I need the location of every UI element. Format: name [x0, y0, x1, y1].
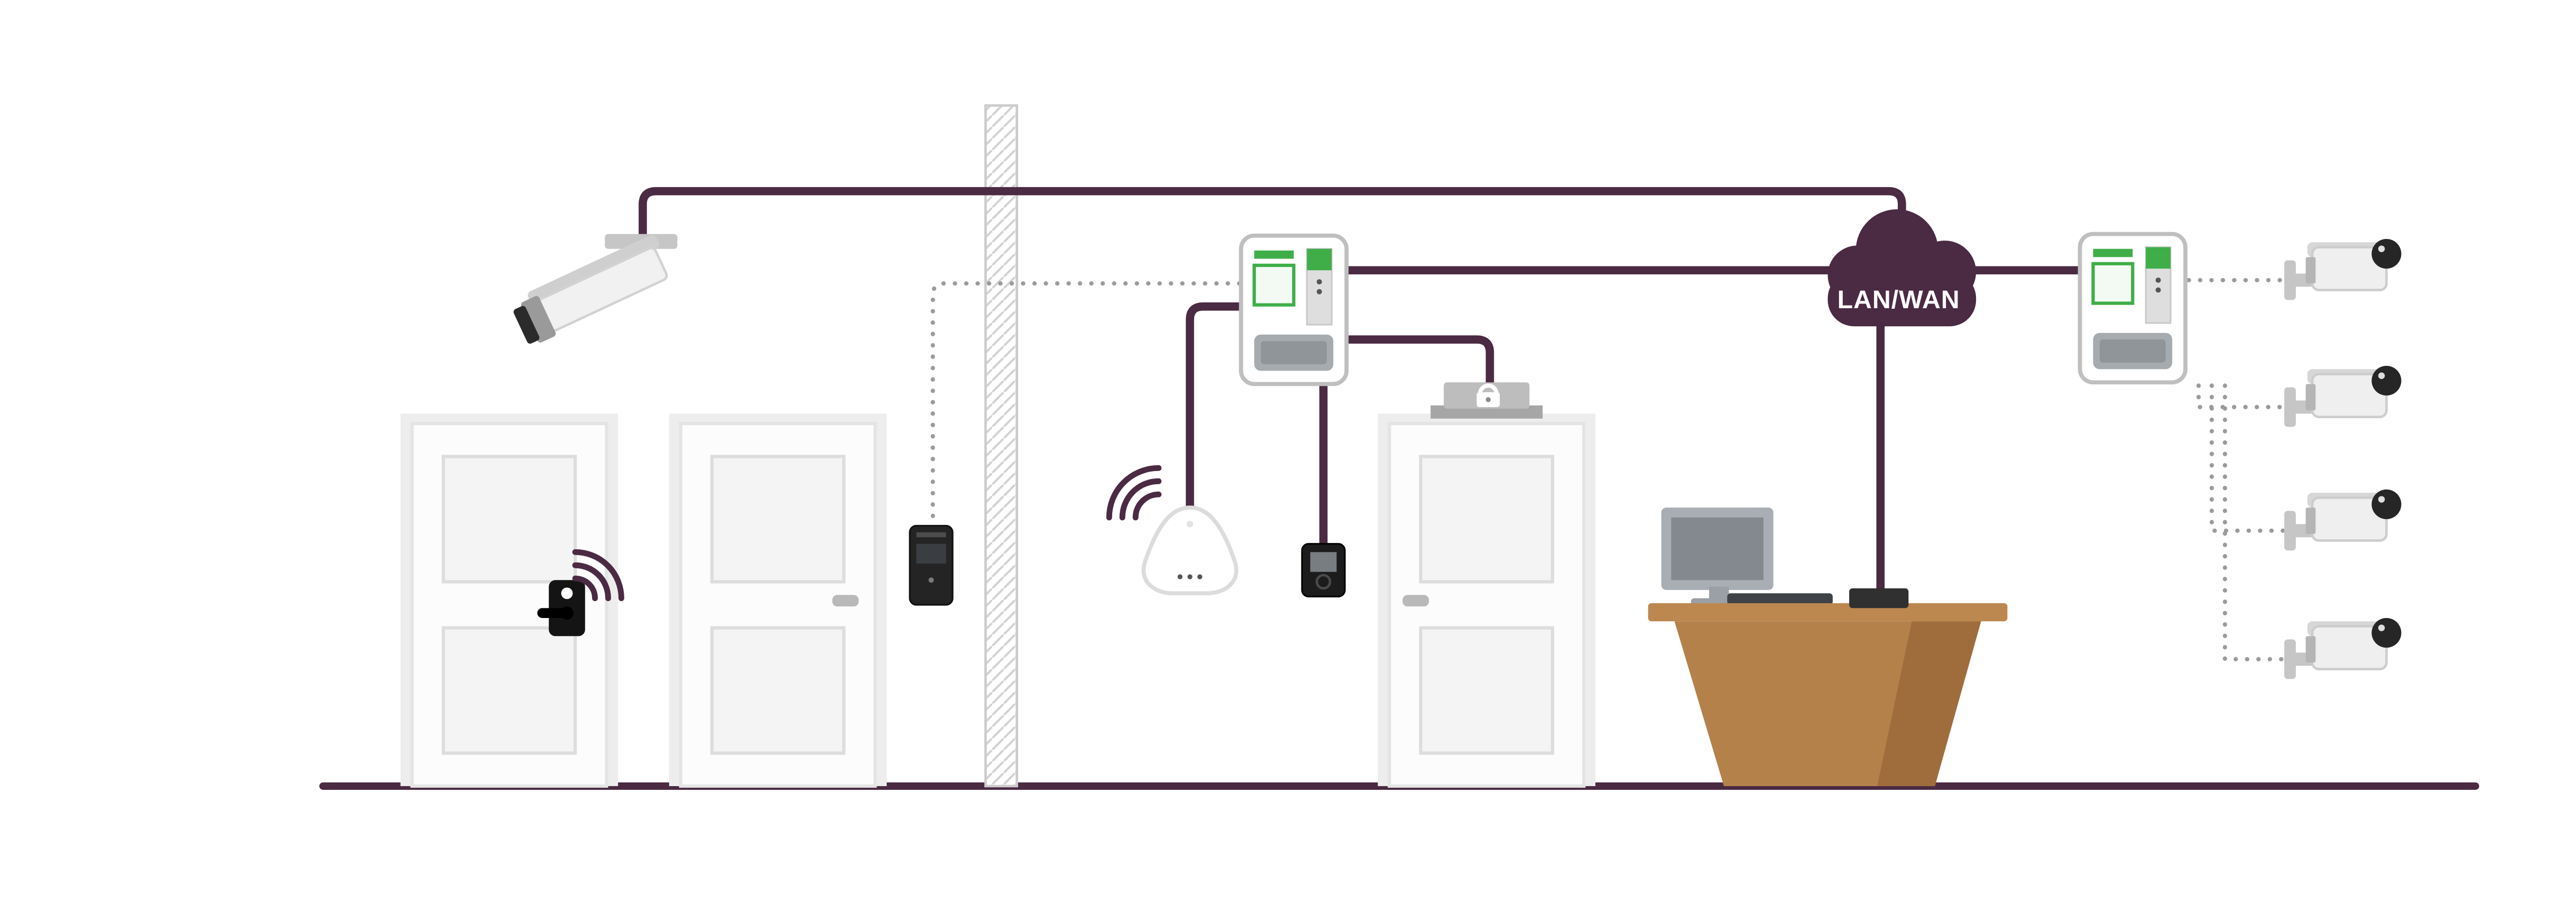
reader-body: [909, 524, 954, 606]
hub-dot: [1187, 574, 1193, 579]
door-handle: [832, 595, 859, 607]
door-controller-left: [1241, 236, 1347, 384]
operator-desk: [1648, 508, 2008, 786]
door-panel-upper: [1419, 455, 1555, 584]
cloud-shape: [1827, 272, 1977, 327]
wifi-waves-icon: [572, 549, 624, 602]
wireless-door-lock: [537, 549, 624, 637]
hub-dot: [1197, 574, 1203, 579]
desk-network-connector: [1849, 588, 1909, 608]
camera-sunshield: [528, 235, 660, 305]
lock-lever-hub: [560, 606, 574, 620]
reader-top-band: [916, 532, 946, 538]
dotted-reader-to-controller: [930, 281, 1242, 530]
door-panel-upper: [710, 455, 846, 584]
keyboard: [1727, 593, 1833, 605]
wall-card-reader: [909, 524, 954, 606]
reader-display: [916, 543, 946, 564]
handheld-reader: [1301, 543, 1346, 598]
lock-sensor-dot: [561, 587, 573, 600]
wifi-waves-icon: [1106, 465, 1162, 521]
cable-hub-to-controller: [1186, 302, 1249, 525]
network-cables: [639, 187, 2086, 598]
hub-top-dot: [1186, 521, 1194, 528]
dotted-to-camera-4: [2222, 383, 2287, 661]
door-controller-right: [2080, 234, 2186, 383]
desk-body-shadow: [1877, 621, 1981, 786]
desk-top: [1648, 603, 2008, 622]
door-second: [669, 413, 887, 788]
cable-controller-to-lock: [1342, 335, 1494, 400]
reader-led: [928, 577, 934, 583]
door-panel-lower: [1419, 626, 1555, 755]
door-panel-lower: [710, 626, 846, 755]
dotted-to-camera-2: [2196, 383, 2287, 410]
network-camera: [513, 234, 678, 344]
door-panel-upper: [441, 455, 577, 584]
electronic-door-lock: [1430, 382, 1543, 419]
camera-lens-icon: [513, 306, 540, 344]
door-handle: [1402, 595, 1429, 607]
door-panel-lower: [441, 626, 577, 755]
wall-section: [984, 104, 1018, 788]
monitor-screen: [1671, 517, 1764, 580]
lan-wan-label: LAN/WAN: [1838, 285, 1960, 314]
hub-body: [1141, 505, 1239, 596]
cable-camera-to-cloud: [639, 187, 1906, 242]
padlock-shackle-icon: [1478, 383, 1499, 394]
door-left: [400, 413, 618, 788]
lan-wan-cloud: LAN/WAN: [1827, 209, 1977, 327]
door-right: [1378, 413, 1595, 788]
dotted-to-camera-3: [2209, 383, 2287, 533]
dotted-cables: [930, 278, 2287, 661]
wireless-io-hub: [1106, 465, 1239, 596]
hub-dot: [1177, 574, 1183, 579]
reader-display: [1310, 552, 1337, 572]
camera-lens-ring: [521, 296, 556, 343]
lock-lever: [537, 608, 567, 618]
padlock-keyhole-icon: [1485, 397, 1491, 402]
reader-ring: [1315, 574, 1332, 590]
